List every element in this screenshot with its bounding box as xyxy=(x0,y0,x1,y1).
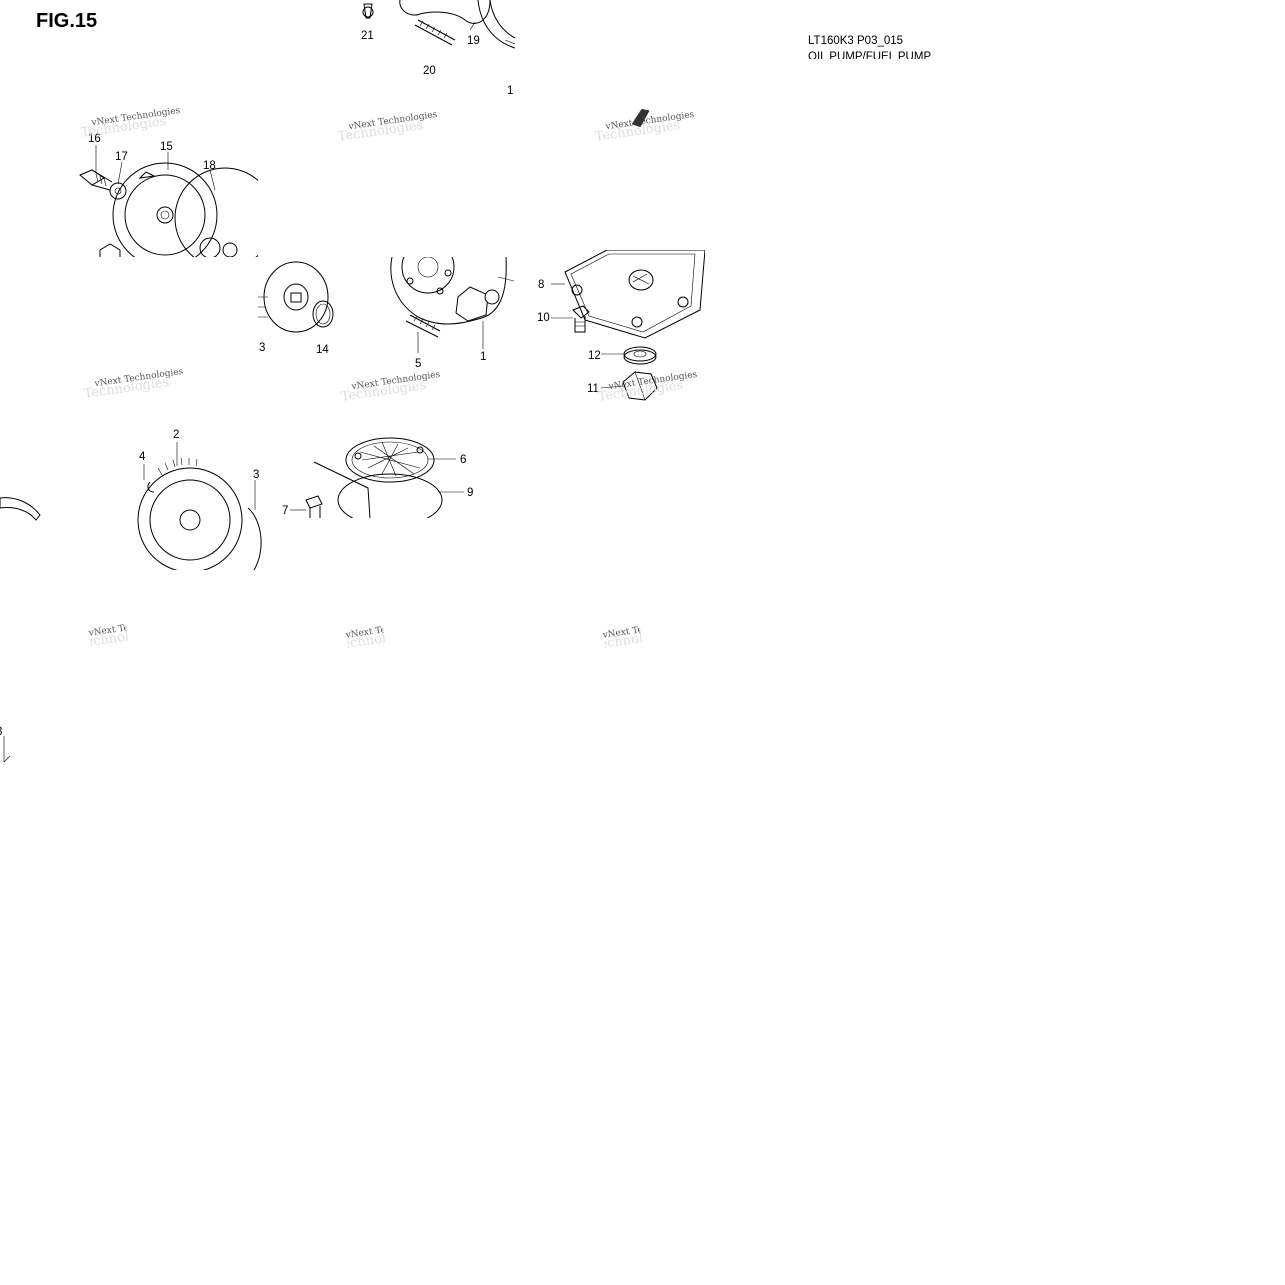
callout-1a: 1 xyxy=(507,85,513,97)
watermark: vNext Technologies Technologies xyxy=(594,110,696,145)
callout-12: 12 xyxy=(588,350,601,362)
figure-reference: LT160K3 P03_015 OIL PUMP/FUEL PUMP xyxy=(808,33,931,59)
callout-5: 5 xyxy=(415,358,421,367)
diagram-tile-cap: 8 10 12 11 xyxy=(535,250,705,415)
callout-1b: 1 xyxy=(480,351,486,363)
watermark: vNext Technologies Technologies xyxy=(340,370,442,405)
callout-19: 19 xyxy=(467,35,480,47)
callout-7: 7 xyxy=(282,505,288,517)
diagram-tile-top: 21 20 19 1 xyxy=(340,0,515,100)
diagram-tile-strainer: 6 9 7 xyxy=(278,428,478,518)
callout-3a: 3 xyxy=(259,342,265,354)
diagram-tile-pump-body: 5 1 xyxy=(388,257,516,367)
callout-4: 4 xyxy=(139,451,146,463)
diagram-tile-cover: 16 17 15 18 xyxy=(70,130,258,257)
callout-20: 20 xyxy=(423,65,436,77)
callout-11: 11 xyxy=(587,383,599,395)
watermark: vNext Technologies Technologies xyxy=(602,626,644,661)
callout-10: 10 xyxy=(537,312,550,324)
callout-16: 16 xyxy=(88,133,101,145)
callout-17: 17 xyxy=(115,151,128,163)
callout-14: 14 xyxy=(316,344,329,356)
callout-8: 8 xyxy=(538,279,544,291)
callout-2: 2 xyxy=(173,429,179,441)
callout-15: 15 xyxy=(160,141,173,153)
diagram-tile-rotor: 3 14 xyxy=(258,257,348,357)
callout-9: 9 xyxy=(467,487,473,499)
model-code: LT160K3 P03_015 xyxy=(808,35,904,47)
callout-18: 18 xyxy=(203,160,216,172)
callout-6: 6 xyxy=(460,454,466,466)
watermark: vNext Technologies Technologies xyxy=(88,624,130,659)
watermark: vNext Technologies Technologies xyxy=(345,626,387,661)
callout-3b: 3 xyxy=(253,469,259,481)
watermark: vNext Technologies Technologies xyxy=(83,367,185,402)
callout-21: 21 xyxy=(361,30,374,42)
diagram-tile-edge: 3 xyxy=(0,722,12,768)
callout-3c: 3 xyxy=(0,726,2,738)
figure-caption: OIL PUMP/FUEL PUMP xyxy=(808,51,932,59)
figure-title: FIG.15 xyxy=(36,10,98,32)
watermark: vNext Technologies Technologies xyxy=(337,110,439,145)
diagram-tile-gear: 2 4 3 xyxy=(0,420,265,570)
